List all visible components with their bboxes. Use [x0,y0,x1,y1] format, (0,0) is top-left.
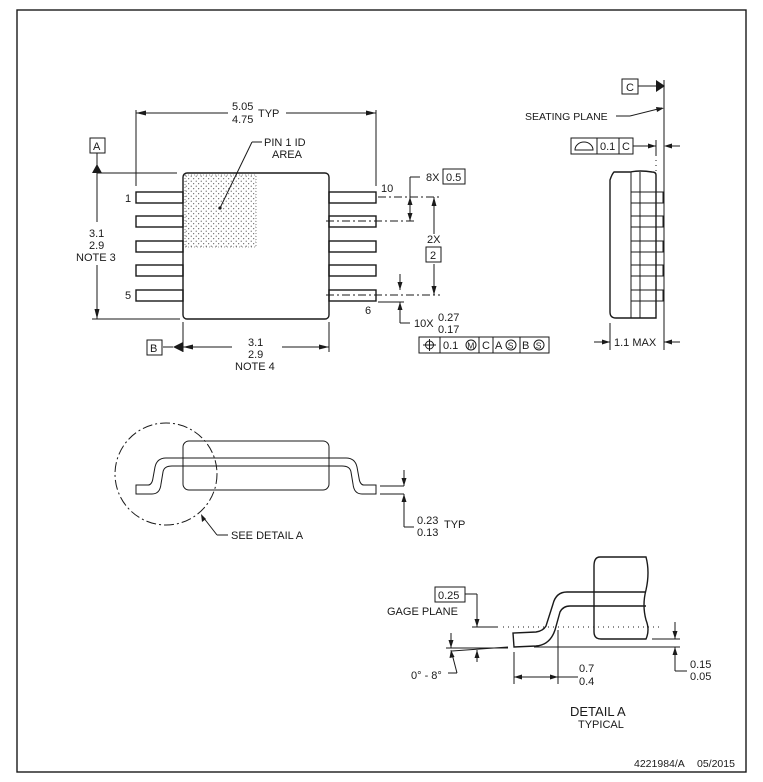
drawing-date: 05/2015 [697,758,735,770]
height-dim-note: NOTE 3 [76,252,116,264]
profile-surface-icon [574,141,594,151]
flatness-value: 0.1 [600,141,615,153]
position-icon [423,339,436,351]
datum-c-triangle [656,80,665,92]
standoff-max: 0.15 [690,659,711,671]
detail-a-circle [114,422,218,526]
height-max-label: 1.1 MAX [614,337,657,349]
pin1-id-area [184,174,257,248]
datum-b-label: B [150,343,157,355]
pin1-label-line2: AREA [272,149,303,161]
top-view: PIN 1 ID AREA 1 5 10 6 5.05 4 [76,101,550,373]
pin1-label-line1: PIN 1 ID [264,137,306,149]
lead-width-min: 0.17 [438,324,459,336]
side-view: C SEATING PLANE 0.1 C [525,78,680,350]
span-value: 2 [430,250,436,262]
left-leads [135,191,184,302]
datum-b-box [146,339,163,356]
detail-a-view: 0.25 GAGE PLANE 0° - 8° 0.7 0.4 0.15 [387,556,711,731]
pitch-value: 0.5 [446,172,461,184]
pin-number-6: 6 [365,305,371,317]
lead [135,191,184,204]
lead-thickness-max: 0.23 [417,515,438,527]
span-box [425,246,442,263]
pin-number-10: 10 [381,183,393,195]
pin-number-1: 1 [125,193,131,205]
detail-a-title: DETAIL A [570,704,626,719]
pin1-leader [219,141,253,209]
width-dim-max: 5.05 [232,101,253,113]
pitch-count: 8X [426,172,440,184]
lead [135,215,184,228]
position-datum-b: B [522,340,529,352]
mmc-modifier-letter: M [467,341,474,351]
position-datum-a: A [495,340,503,352]
datum-b-triangle [173,342,183,352]
right-leads [328,191,377,302]
width-dim-suffix: TYP [258,108,279,120]
front-lead [135,457,377,495]
standoff-min: 0.05 [690,671,711,683]
datum-a-triangle [92,164,102,173]
datum-b-modifier: S [536,341,542,351]
detail-a-subtitle: TYPICAL [578,719,624,731]
seating-plane-label: SEATING PLANE [525,111,608,123]
flatness-frame: 0.1 C [570,137,634,155]
lead [135,289,184,302]
position-datum-c: C [482,340,490,352]
lead-width-count: 10X [414,318,434,330]
lead [135,264,184,277]
lead-thickness-suffix: TYP [444,519,465,531]
body-width-max: 3.1 [248,337,263,349]
position-tolerance-frame: 0.1 M C A S B S [418,336,550,354]
body-width-min: 2.9 [248,349,263,361]
foot-length-max: 0.7 [579,663,594,675]
front-view: 0.23 0.13 TYP SEE DETAIL A [114,422,465,542]
height-dim-min: 2.9 [89,240,104,252]
detail-lead [512,591,646,648]
flatness-datum: C [622,141,630,153]
pitch-box [442,168,466,185]
width-dim-min: 4.75 [232,114,253,126]
height-dim-max: 3.1 [89,228,104,240]
lead-width-max: 0.27 [438,312,459,324]
body-width-note: NOTE 4 [235,361,275,373]
detail-body [593,556,649,640]
lead [328,191,377,204]
drawing-frame [16,9,747,773]
span-count: 2X [427,234,441,246]
lead [328,215,377,228]
gage-value: 0.25 [438,590,459,602]
mmc-modifier-icon [465,339,477,351]
datum-a-modifier: S [508,341,514,351]
see-detail-a-label: SEE DETAIL A [231,530,304,542]
lead-thickness-min: 0.13 [417,527,438,539]
lead [135,240,184,253]
position-tol-value: 0.1 [443,340,458,352]
lead [328,240,377,253]
gage-plane-label: GAGE PLANE [387,606,458,618]
foot-length-min: 0.4 [579,676,594,688]
side-body [609,170,657,319]
pin-number-5: 5 [125,290,131,302]
datum-a-label: A [93,141,101,153]
lead [328,289,377,302]
angle-label: 0° - 8° [411,670,442,682]
lead [328,264,377,277]
drawing-id: 4221984/A [634,758,685,770]
datum-c-label: C [626,82,634,94]
